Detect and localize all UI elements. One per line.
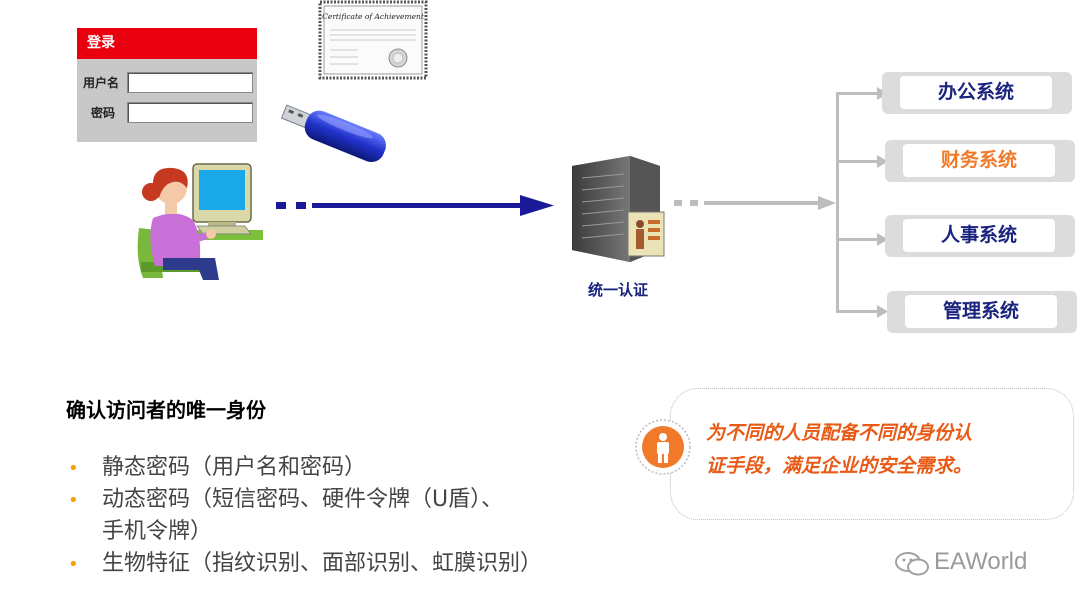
system-finance-label: 财务系统: [903, 144, 1055, 177]
bullet-dot: •: [68, 554, 79, 575]
bullet-dot: •: [68, 490, 79, 511]
login-panel: 登录 用户名 密码: [77, 28, 257, 142]
system-office-label: 办公系统: [900, 76, 1052, 109]
section-title: 确认访问者的唯一身份: [66, 398, 266, 422]
certificate-title: Certificate of Achievement: [322, 12, 425, 21]
usb-key-icon: [272, 96, 394, 168]
certificate-image: Certificate of Achievement: [318, 0, 428, 80]
list-item: • 生物特征（指纹识别、面部识别、虹膜识别）: [66, 548, 636, 580]
identity-methods-list: • 静态密码（用户名和密码） • 动态密码（短信密码、硬件令牌（U盾）、 手机令…: [66, 452, 636, 580]
list-item: • 动态密码（短信密码、硬件令牌（U盾）、 手机令牌）: [66, 484, 636, 548]
system-hr: 人事系统: [885, 215, 1075, 257]
login-title: 登录: [77, 28, 257, 59]
bullet-text: 生物特征（指纹识别、面部识别、虹膜识别）: [102, 551, 543, 576]
username-label: 用户名: [83, 76, 120, 90]
server-label: 统一认证: [588, 281, 649, 299]
callout-line-1: 为不同的人员配备不同的身份认: [706, 422, 973, 444]
system-office: 办公系统: [882, 72, 1072, 114]
password-field[interactable]: [127, 102, 253, 123]
access-arrow: [276, 195, 554, 216]
system-connector-arrows: [674, 87, 888, 318]
password-label: 密码: [91, 106, 116, 120]
system-finance: 财务系统: [885, 140, 1075, 182]
list-item: • 静态密码（用户名和密码）: [66, 452, 636, 484]
bullet-text: 静态密码（用户名和密码）: [102, 455, 367, 480]
callout-text: 为不同的人员配备不同的身份认 证手段，满足企业的安全需求。: [706, 417, 1066, 483]
username-field[interactable]: [127, 72, 253, 93]
system-management: 管理系统: [887, 291, 1077, 333]
callout-line-2: 证手段，满足企业的安全需求。: [706, 455, 973, 477]
wechat-icon: [894, 550, 930, 578]
system-management-label: 管理系统: [905, 295, 1057, 328]
watermark-text: EAWorld: [934, 548, 1028, 575]
user-at-computer-icon: [133, 158, 263, 280]
bullet-dot: •: [68, 458, 79, 479]
bullet-text: 动态密码（短信密码、硬件令牌（U盾）、: [102, 487, 504, 512]
person-badge-icon: [634, 418, 692, 476]
system-hr-label: 人事系统: [903, 219, 1055, 252]
bullet-text-continuation: 手机令牌）: [102, 519, 213, 544]
auth-server-icon: [568, 154, 668, 266]
